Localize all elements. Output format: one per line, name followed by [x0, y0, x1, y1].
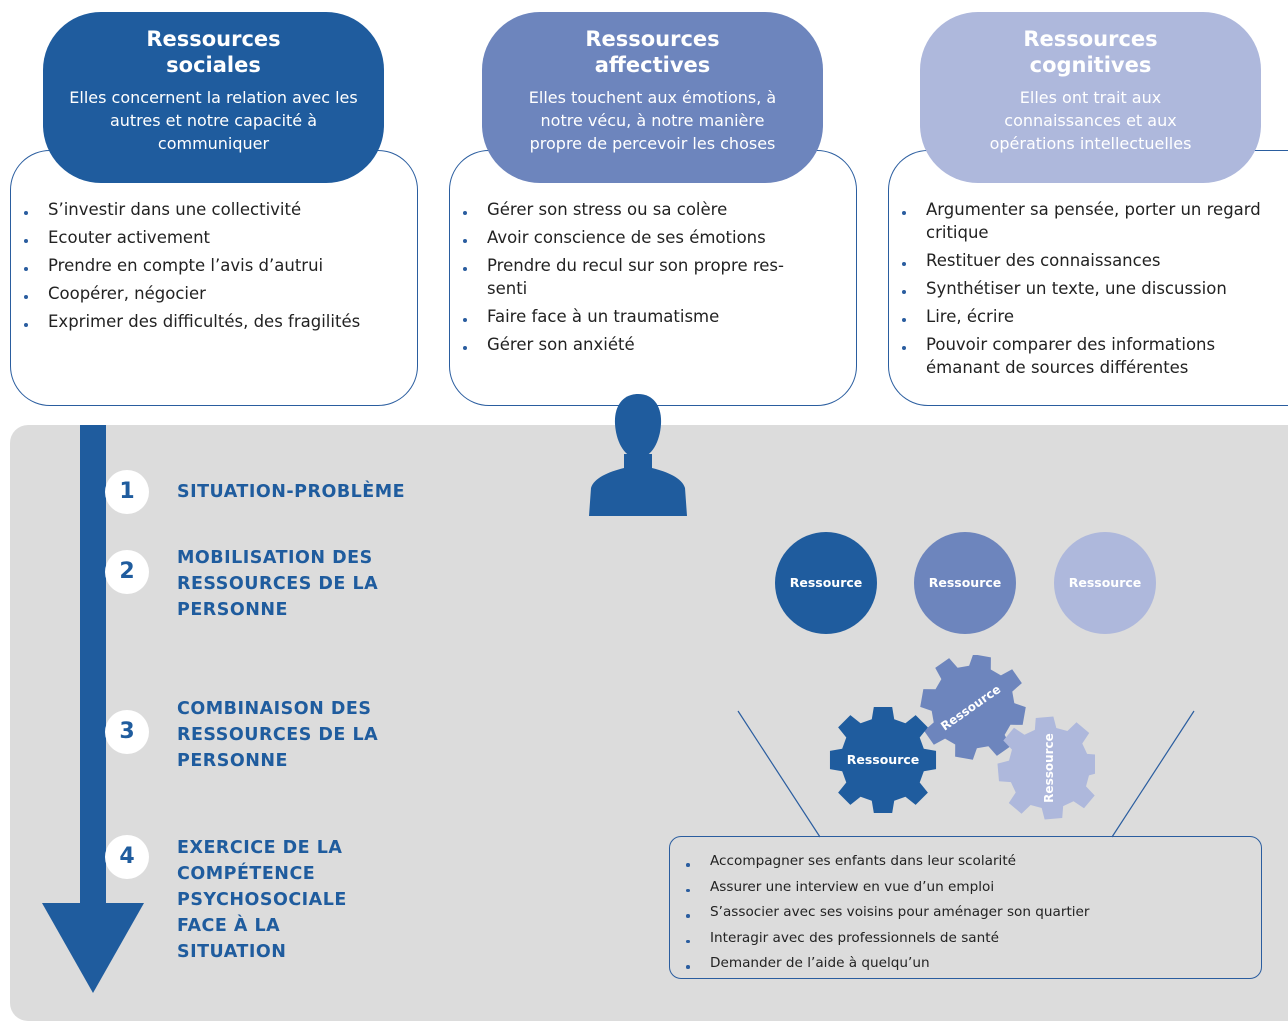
card-affective-list-box [449, 150, 857, 406]
card-social-items: S’investir dans une collectivité Ecouter… [22, 198, 402, 338]
list-item: Argumenter sa pensée, porter un regard c… [900, 198, 1265, 244]
card-cognitive-list-box [888, 150, 1288, 406]
list-item: S’associer avec ses voisins pour aménage… [684, 900, 1090, 926]
list-item: Lire, écrire [900, 305, 1265, 328]
step-4-label: EXERCICE DE LA COMPÉTENCE PSYCHOSOCIALE … [177, 838, 347, 962]
card-social-header: Ressources sociales Elles concernent la … [43, 12, 384, 183]
card-cognitive-header: Ressources cognitives Elles ont trait au… [920, 12, 1261, 183]
list-item: Gérer son anxiété [461, 333, 811, 356]
card-description: Elles touchent aux émotions, à notre véc… [528, 88, 777, 153]
list-item: Ecouter activement [22, 226, 402, 249]
card-cognitive-items: Argumenter sa pensée, porter un regard c… [900, 198, 1265, 384]
card-social-list-box [10, 150, 418, 406]
card-title-line1: Ressources [585, 27, 720, 51]
funnel-lines [737, 710, 1195, 838]
gear-label-social: Ressource [847, 752, 920, 767]
card-title-line2: sociales [166, 53, 261, 77]
card-affective-items: Gérer son stress ou sa colère Avoir cons… [461, 198, 811, 361]
list-item: Avoir conscience de ses émotions [461, 226, 811, 249]
process-arrow [42, 425, 144, 993]
list-item: Faire face à un traumatisme [461, 305, 811, 328]
list-item: Restituer des connaissances [900, 249, 1265, 272]
gears-group: Ressource Ressource Ressource [829, 655, 1095, 824]
examples-list: Accompagner ses enfants dans leur scolar… [684, 849, 1090, 977]
list-item: Demander de l’aide à quelqu’un [684, 951, 1090, 977]
card-title-line2: cognitives [1029, 53, 1152, 77]
examples-box: Accompagner ses enfants dans leur scolar… [669, 836, 1262, 979]
list-item: Interagir avec des professionnels de san… [684, 926, 1090, 952]
list-item: Exprimer des difficultés, des fragilités [22, 310, 402, 333]
step-4-number: 4 [105, 835, 149, 879]
list-item: Prendre en compte l’avis d’autrui [22, 254, 402, 277]
step-2-number: 2 [105, 550, 149, 594]
gear-label-cognitive: Ressource [1042, 733, 1056, 803]
step-1-number: 1 [105, 470, 149, 514]
list-item: Pouvoir comparer des informations émanan… [900, 333, 1265, 379]
card-title-line2: affectives [594, 53, 711, 77]
step-3-number: 3 [105, 710, 149, 754]
resource-circle-social: Ressource [775, 532, 877, 634]
list-item: Accompagner ses enfants dans leur scolar… [684, 849, 1090, 875]
resource-circle-cognitive: Ressource [1054, 532, 1156, 634]
step-3-label: COMBINAISON DES RESSOURCES DE LA PERSONN… [177, 699, 379, 771]
list-item: Prendre du recul sur son propre res-sent… [461, 254, 811, 300]
process-panel [10, 425, 1288, 1021]
list-item: Assurer une interview en vue d’un emploi [684, 875, 1090, 901]
list-item: Synthétiser un texte, une discussion [900, 277, 1265, 300]
list-item: Coopérer, négocier [22, 282, 402, 305]
list-item: Gérer son stress ou sa colère [461, 198, 811, 221]
card-title-line1: Ressources [146, 27, 281, 51]
card-description: Elles ont trait aux connaissances et aux… [989, 88, 1192, 153]
card-affective-header: Ressources affectives Elles touchent aux… [482, 12, 823, 183]
person-icon [589, 394, 687, 516]
card-description: Elles concernent la relation avec les au… [69, 88, 358, 153]
resource-circle-affective: Ressource [914, 532, 1016, 634]
list-item: S’investir dans une collectivité [22, 198, 402, 221]
card-title-line1: Ressources [1023, 27, 1158, 51]
step-2-label: MOBILISATION DES RESSOURCES DE LA PERSON… [177, 548, 379, 620]
step-1-label: SITUATION-PROBLÈME [177, 482, 406, 502]
